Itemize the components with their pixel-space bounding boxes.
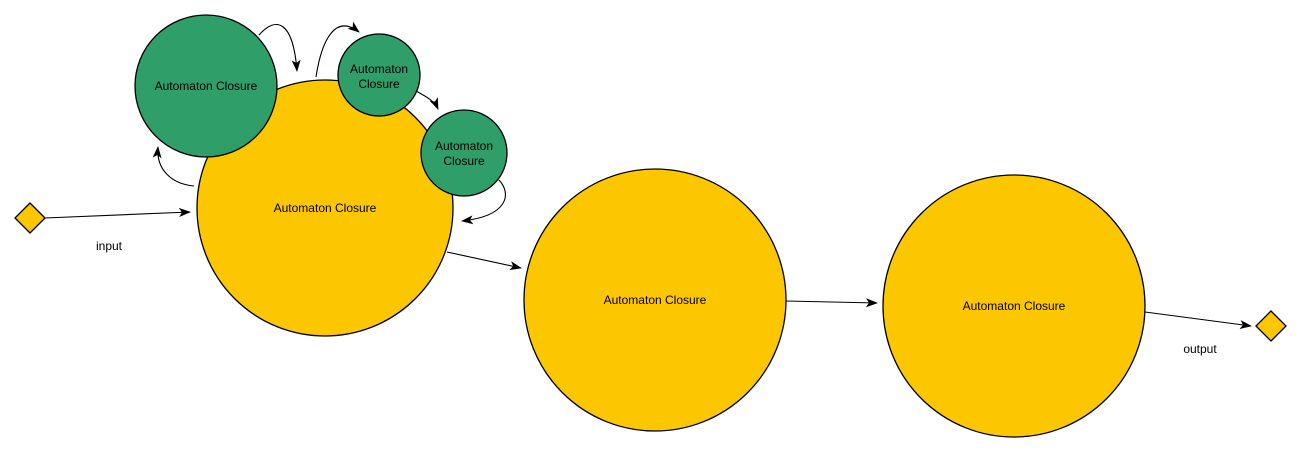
node-green-large-closure bbox=[134, 14, 278, 158]
edge-green-small-upper-to-lower bbox=[415, 90, 439, 110]
node-main-closure bbox=[196, 79, 454, 337]
input-port-diamond bbox=[14, 202, 46, 234]
stage-two-closure-label: Automaton Closure bbox=[604, 293, 707, 307]
edge-input-to-main bbox=[44, 207, 191, 219]
edge-green-small-lower-to-main bbox=[461, 179, 506, 225]
input-label: input bbox=[96, 239, 123, 253]
main-closure-label: Automaton Closure bbox=[274, 201, 377, 215]
node-stage-three-closure bbox=[882, 174, 1146, 438]
edges bbox=[44, 21, 1252, 330]
output-label: output bbox=[1183, 342, 1217, 356]
green-large-closure-label: Automaton Closure bbox=[155, 79, 258, 93]
output-port-diamond bbox=[1255, 310, 1287, 342]
green-small-lower-label-line2: Closure bbox=[443, 154, 485, 168]
edge-green-large-to-main bbox=[258, 24, 301, 72]
edge-stage-two-to-stage-three bbox=[785, 298, 878, 308]
edge-main-to-green-large bbox=[152, 146, 195, 187]
node-green-small-upper-closure bbox=[337, 33, 421, 117]
node-stage-two-closure bbox=[523, 168, 787, 432]
green-small-upper-label-line2: Closure bbox=[358, 77, 400, 91]
node-green-small-lower-closure bbox=[420, 109, 508, 197]
edge-main-to-green-small-upper bbox=[315, 21, 360, 78]
green-small-upper-label-line1: Automaton bbox=[350, 62, 408, 76]
green-small-lower-label-line1: Automaton bbox=[435, 139, 493, 153]
edge-stage-three-to-output bbox=[1144, 311, 1252, 330]
stage-three-closure-label: Automaton Closure bbox=[963, 299, 1066, 313]
edge-main-to-stage-two bbox=[446, 251, 522, 271]
